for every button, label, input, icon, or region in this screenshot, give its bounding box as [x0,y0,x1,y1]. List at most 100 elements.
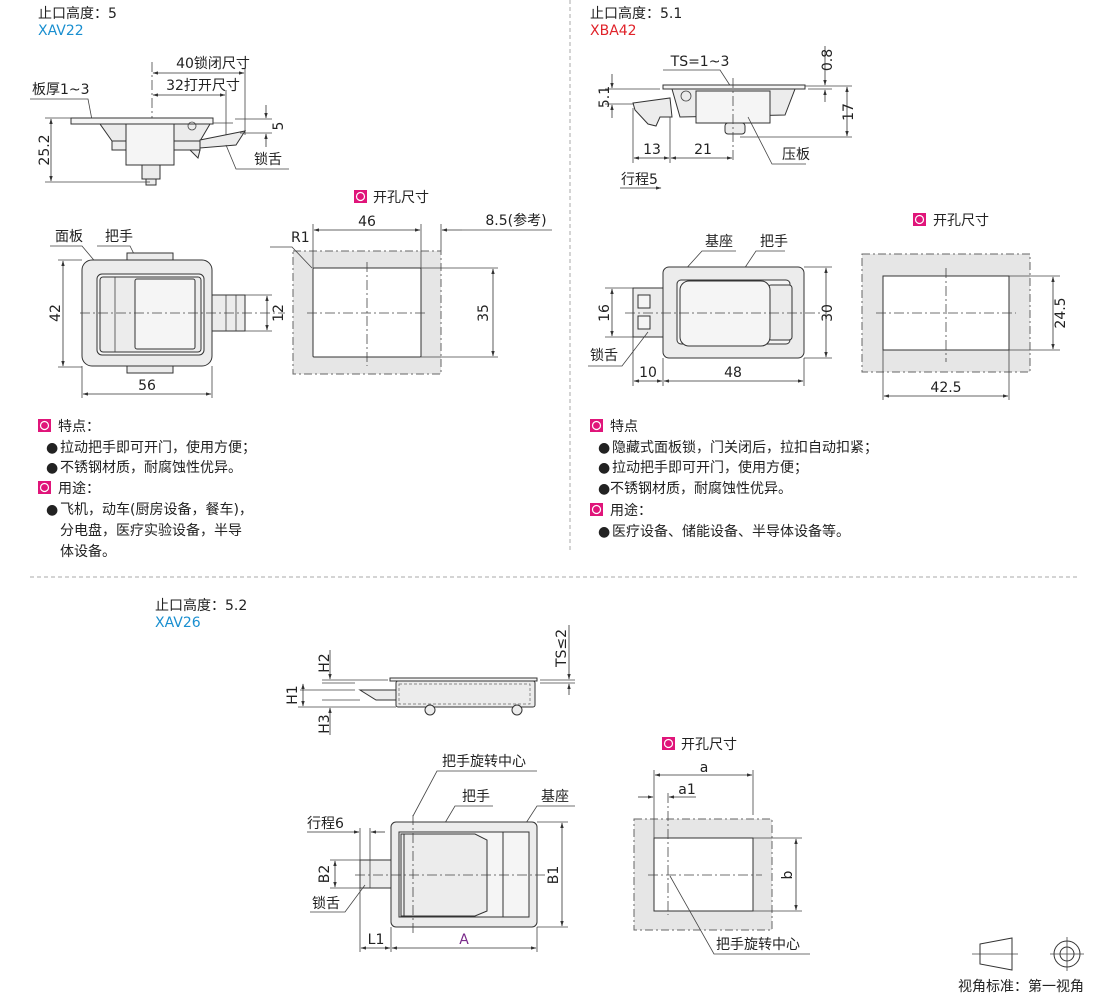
rotation-center-label: 把手旋转中心 [716,937,800,953]
stroke-label: 行程6 [307,816,344,832]
tongue [632,97,673,127]
dim-A: A [459,932,469,948]
cutout-title: 开孔尺寸 [681,737,737,753]
tongue-label: 锁舌 [254,152,282,168]
stop-height: 止口高度：5.2 [155,597,247,614]
feature-item: 隐藏式面板锁，门关闭后，拉扣自动扣紧； [612,440,878,456]
dim-25-2: 25.2 [37,134,53,165]
cutout-view: 开孔尺寸 46 8.5(参考) 35 R1 [270,190,552,375]
dim-L1: L1 [368,932,385,948]
tongue-label: 锁舌 [312,896,340,912]
bullet-icon: ● [46,460,58,476]
dim-0-8: 0.8 [820,49,836,71]
model-code: XAV26 [155,615,201,631]
dim-46: 46 [358,214,376,230]
uses-title: 用途： [58,480,100,497]
model-code: XBA42 [590,23,637,39]
feature-item: 拉动把手即可开门，使用方便； [60,439,256,456]
bullet-icon: ● [46,440,58,456]
pressure-plate-label: 压板 [782,147,810,163]
bullet-icon: ● [46,502,58,518]
cone-icon [979,937,1013,971]
handle [679,280,771,347]
bullet-icon: ● [598,524,610,540]
dim-5-1: 5.1 [597,86,613,108]
dim-16: 16 [597,304,613,322]
features-title: 特点 [610,419,638,435]
dim-10: 10 [639,365,657,381]
feature-item: 不锈钢材质，耐腐蚀性优异。 [610,480,792,497]
dim-reference: 8.5(参考) [485,212,546,229]
panel-xav22: 止口高度：5 XAV22 40锁闭尺寸 32打开尺寸 板厚1~3 [30,5,552,560]
stroke-label: 行程5 [621,172,658,188]
dim-H2: H2 [317,653,333,672]
side-view: H2 H1 H3 TS≤2 [285,625,575,735]
dim-42: 42 [48,304,64,322]
dim-24-5: 24.5 [1053,297,1069,328]
features-section: 特点： ● 拉动把手即可开门，使用方便； ● 不锈钢材质，耐腐蚀性优异。 用途：… [38,419,256,560]
front-view: 基座 把手 16 30 锁舌 1 [588,233,836,386]
dim-12: 12 [271,304,287,322]
dim-a: a [700,760,709,776]
model-code: XAV22 [38,23,84,39]
panel-plate [70,117,214,125]
dim-17: 17 [841,103,857,121]
feature-item: 拉动把手即可开门，使用方便； [612,459,808,476]
tongue [199,130,247,149]
open-dimension: 32打开尺寸 [166,77,240,94]
cutout-view: 开孔尺寸 24.5 42.5 [861,213,1069,400]
use-item: 医疗设备、储能设备、半导体设备等。 [612,523,850,540]
front-view: 面板 把手 42 12 56 [48,229,287,398]
uses-title: 用途： [610,502,652,519]
front-view: 把手旋转中心 把手 基座 行程6 B2 锁舌 [307,754,575,952]
first-angle-projection-symbol: 视角标准：第一视角 [958,937,1084,995]
use-item: 体设备。 [60,543,116,560]
cutout-view: 开孔尺寸 a a1 b 把手旋转中心 [633,737,810,955]
bullet-icon: ● [598,460,610,476]
bullet-icon: ● [598,481,610,497]
dim-a1: a1 [678,782,696,798]
dim-21: 21 [694,142,712,158]
tongue-label: 锁舌 [590,348,618,364]
dim-H3: H3 [317,714,333,733]
stop-height: 止口高度：5.1 [590,5,682,22]
dim-30: 30 [820,304,836,322]
dim-B1: B1 [546,866,562,885]
panel-plate [662,84,806,90]
panel-xba42: 止口高度：5.1 XBA42 TS=1~3 0.8 17 5.1 [588,5,1069,540]
plate-thickness-label: 板厚1~3 [32,82,90,98]
features-title: 特点： [58,419,100,435]
dim-35: 35 [476,304,492,322]
dim-B2: B2 [317,865,333,884]
panel-xav26: 止口高度：5.2 XAV26 H2 H1 H3 TS≤2 [155,597,810,955]
dim-42-5: 42.5 [930,380,961,396]
bullet-icon: ● [598,440,610,456]
handle-label: 把手 [105,229,133,245]
base-label: 基座 [541,788,569,805]
locked-dimension: 40锁闭尺寸 [176,56,250,72]
dim-H1: H1 [285,685,301,704]
feature-item: 不锈钢材质，耐腐蚀性优异。 [60,459,242,476]
stop-height: 止口高度：5 [38,5,117,22]
panel-label: 面板 [55,229,83,245]
dim-56: 56 [138,378,156,394]
use-item: 分电盘，医疗实验设备，半导 [60,522,242,539]
cutout-title: 开孔尺寸 [933,213,989,229]
thickness-label: TS=1~3 [670,54,730,70]
side-view: TS=1~3 0.8 17 5.1 13 [597,46,857,190]
handle-label: 把手 [760,234,788,250]
view-standard-label: 视角标准：第一视角 [958,978,1084,995]
use-item: 飞机，动车(厨房设备，餐车)， [60,501,253,518]
dim-b: b [780,870,796,879]
cutout-title: 开孔尺寸 [373,190,429,206]
tongue [359,859,392,889]
radius-label: R1 [291,230,310,246]
dim-5: 5 [271,122,287,131]
base-label: 基座 [705,233,733,250]
rotation-center-label: 把手旋转中心 [442,754,526,770]
features-section: 特点 ● 隐藏式面板锁，门关闭后，拉扣自动扣紧； ● 拉动把手即可开门，使用方便… [590,419,878,540]
dim-13: 13 [643,142,661,158]
dim-48: 48 [724,365,742,381]
side-view: 40锁闭尺寸 32打开尺寸 板厚1~3 5 25.2 锁舌 [30,56,289,188]
